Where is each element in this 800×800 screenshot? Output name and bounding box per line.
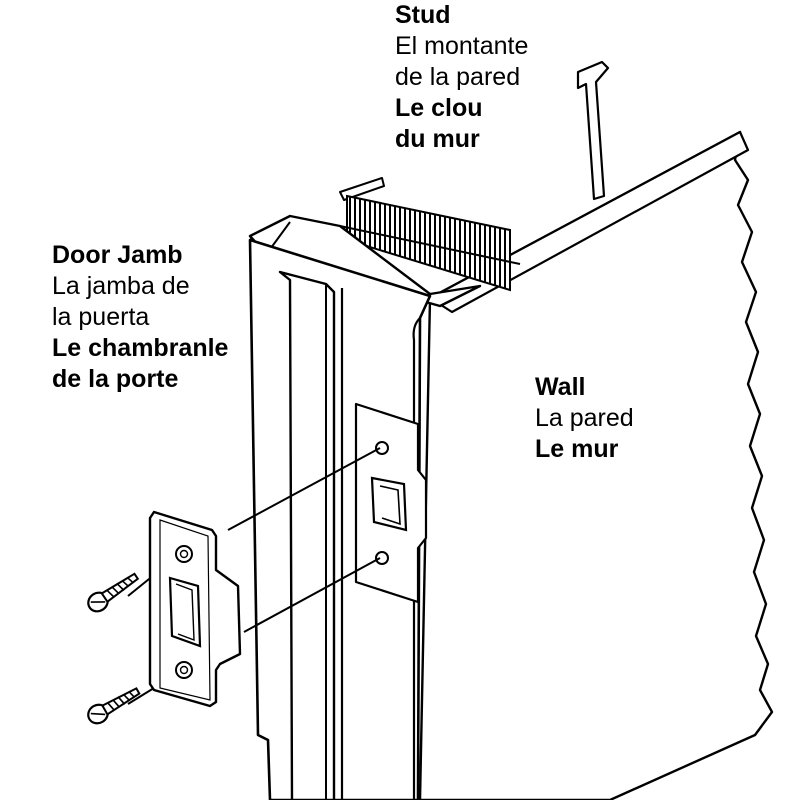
mortise-screw-hole-lower [375,551,389,565]
door-jamb-label: Door Jamb La jamba de la puerta Le chamb… [52,240,228,395]
wall-label: Wall La pared Le mur [535,372,634,465]
door-jamb-label-spanish-line-1: La jamba de [52,272,190,300]
jamb-strike-mortise [354,402,428,604]
door-jamb-label-english: Door Jamb [52,241,183,269]
door-jamb-label-spanish-line-2: la puerta [52,303,150,331]
stud-label: Stud El montante de la pared Le clou du … [395,0,528,155]
stud-label-spanish-line-1: El montante [395,32,529,60]
wall-label-french: Le mur [535,435,619,463]
strike-plate [148,510,242,708]
wall-label-spanish: La pared [535,404,634,432]
stud-label-spanish-line-2: de la pared [395,63,521,91]
mortise-screw-hole-upper [375,441,389,455]
wall-label-english: Wall [535,373,586,401]
door-jamb-label-french-line-1: Le chambranle [52,334,229,362]
plate-latch-opening [168,576,202,648]
door-jamb [248,238,432,800]
stud-label-english: Stud [395,1,451,29]
stud-label-french-line-2: du mur [395,125,480,153]
stud-label-french-line-1: Le clou [395,94,483,122]
door-jamb-label-french-line-2: de la porte [52,365,179,393]
screw-lower [87,687,141,725]
stud [339,60,610,201]
screw-upper [87,572,140,613]
